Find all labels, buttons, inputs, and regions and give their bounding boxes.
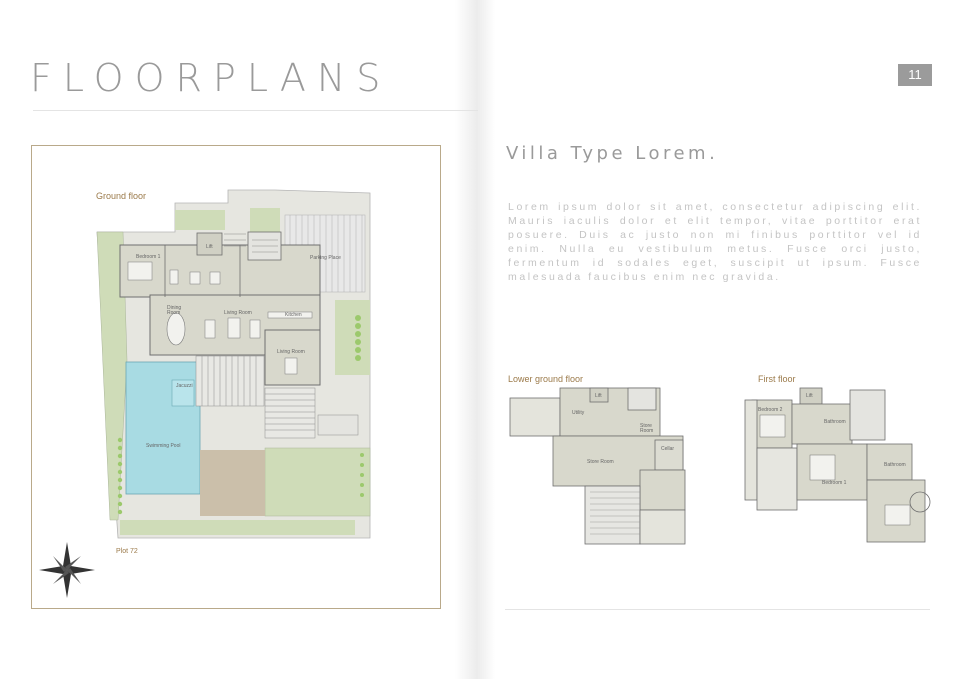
room-label: Bathroom (824, 419, 846, 425)
room-label: Jacuzzi (176, 383, 193, 389)
ground-floor-frame (31, 145, 441, 609)
right-page (480, 0, 960, 679)
villa-subtitle: Villa Type Lorem. (506, 143, 719, 164)
room-label: Lift (206, 244, 213, 250)
plot-label: Plot 72 (116, 548, 138, 555)
ground-floor-label: Ground floor (96, 191, 147, 201)
room-label: Lift (595, 393, 602, 399)
ground-floor-plan (96, 189, 371, 539)
room-label: Cellar (661, 446, 675, 452)
divider (505, 609, 930, 610)
lower-ground-floor-label: Lower ground floor (508, 374, 584, 384)
compass-icon (39, 542, 95, 598)
description-text: Lorem ipsum dolor sit amet, consectetur … (508, 201, 922, 283)
page-number: 11 (898, 64, 932, 86)
first-floor-plan (744, 387, 931, 543)
room-label: Parking Place (310, 255, 341, 261)
room-label: Store Room (587, 459, 614, 465)
room-label: Living Room (224, 310, 252, 316)
room-label: Utility (572, 410, 585, 416)
room-label: Bedroom 1 (822, 480, 847, 486)
page-gutter (455, 0, 495, 679)
room-label: Store Room (640, 423, 654, 434)
room-label: Bathroom (884, 462, 906, 468)
room-label: Dining Room (167, 305, 182, 316)
first-floor-label: First floor (758, 374, 796, 384)
divider (33, 110, 478, 111)
page-title: FLOORPLANS (30, 56, 392, 100)
room-label: Living Room (277, 349, 305, 355)
room-label: Bedroom 2 (758, 407, 783, 413)
lower-ground-floor-plan (509, 387, 686, 545)
room-label: Swimming Pool (146, 443, 181, 449)
room-label: Lift (806, 393, 813, 399)
room-label: Kitchen (285, 312, 302, 318)
room-label: Bedroom 1 (136, 254, 161, 260)
